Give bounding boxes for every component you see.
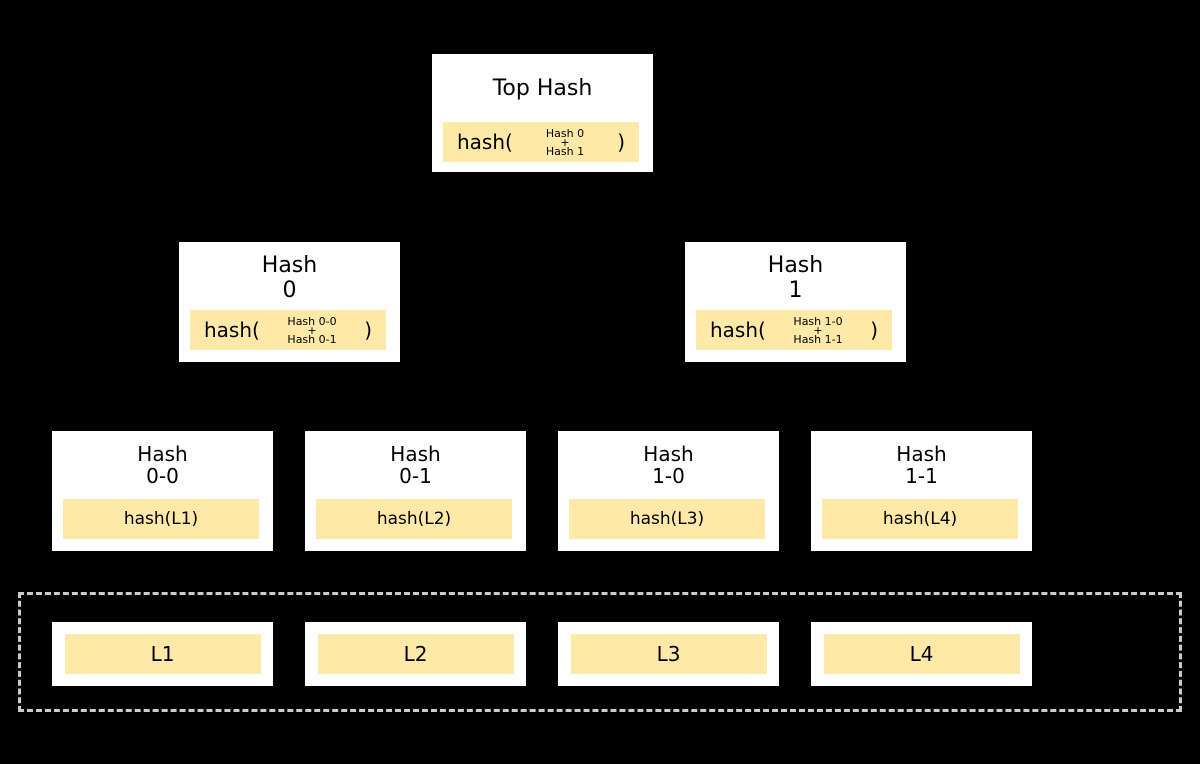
top-hash-arg-a: Hash 0 bbox=[545, 126, 585, 140]
hash-1-arg-a: Hash 1-0 bbox=[793, 314, 843, 328]
data-block-l3-label: L3 bbox=[570, 634, 767, 674]
hash-0-label: Hash 0 bbox=[261, 253, 318, 303]
top-hash-arg-b: Hash 1 bbox=[545, 144, 585, 158]
hash-0-1-label: Hash 0-1 bbox=[390, 442, 441, 489]
hash-1-fn-open: hash( bbox=[710, 318, 766, 342]
hash-0-formula: hash( Hash 0-0 + Hash 0-1 ) bbox=[190, 310, 386, 350]
hash-1-arg-b: Hash 1-1 bbox=[793, 332, 843, 346]
hash-1-1-label: Hash 1-1 bbox=[896, 442, 947, 489]
hash-0-0-value: hash(L1) bbox=[63, 499, 259, 539]
hash-0-fn-open: hash( bbox=[204, 318, 260, 342]
edge-hash0-to-hash00 bbox=[124, 362, 241, 437]
hash-1-1-value: hash(L4) bbox=[822, 499, 1018, 539]
node-hash-0-1[interactable]: Hash 0-1 hash(L2) bbox=[305, 431, 526, 551]
edge-top-to-hash1 bbox=[584, 172, 836, 248]
top-hash-plus: + bbox=[560, 135, 570, 149]
hash-0-args: Hash 0-0 + Hash 0-1 bbox=[260, 316, 364, 345]
top-hash-fn-open: hash( bbox=[457, 130, 513, 154]
hash-0-arg-b: Hash 0-1 bbox=[287, 332, 337, 346]
edge-top-to-hash0 bbox=[249, 172, 501, 248]
top-hash-args: Hash 0 + Hash 1 bbox=[513, 128, 617, 157]
data-block-l4[interactable]: L4 bbox=[811, 622, 1032, 686]
top-hash-label: Top Hash bbox=[492, 76, 593, 101]
node-hash-0-0[interactable]: Hash 0-0 hash(L1) bbox=[52, 431, 273, 551]
hash-0-arg-a: Hash 0-0 bbox=[287, 314, 337, 328]
hash-1-0-value: hash(L3) bbox=[569, 499, 765, 539]
top-hash-formula: hash( Hash 0 + Hash 1 ) bbox=[443, 122, 639, 162]
hash-1-label: Hash 1 bbox=[767, 253, 824, 303]
hash-1-0-label: Hash 1-0 bbox=[643, 442, 694, 489]
data-block-l4-label: L4 bbox=[823, 634, 1020, 674]
hash-0-0-label: Hash 0-0 bbox=[137, 442, 188, 489]
node-top-hash[interactable]: Top Hash hash( Hash 0 + Hash 1 ) bbox=[432, 54, 653, 172]
hash-1-plus: + bbox=[813, 323, 823, 337]
top-hash-fn-close: ) bbox=[617, 130, 625, 154]
data-block-l2-label: L2 bbox=[317, 634, 514, 674]
hash-1-fn-close: ) bbox=[870, 318, 878, 342]
hash-0-plus: + bbox=[307, 323, 317, 337]
hash-0-1-value: hash(L2) bbox=[316, 499, 512, 539]
node-hash-0[interactable]: Hash 0 hash( Hash 0-0 + Hash 0-1 ) bbox=[179, 242, 400, 362]
edge-hash1-to-hash10 bbox=[662, 362, 747, 437]
edge-hash0-to-hash01 bbox=[337, 362, 421, 437]
node-hash-1-1[interactable]: Hash 1-1 hash(L4) bbox=[811, 431, 1032, 551]
node-hash-1-0[interactable]: Hash 1-0 hash(L3) bbox=[558, 431, 779, 551]
data-block-l3[interactable]: L3 bbox=[558, 622, 779, 686]
hash-1-args: Hash 1-0 + Hash 1-1 bbox=[766, 316, 870, 345]
hash-0-fn-close: ) bbox=[364, 318, 372, 342]
data-block-l1-label: L1 bbox=[64, 634, 261, 674]
data-blocks-group bbox=[18, 592, 1182, 712]
hash-1-formula: hash( Hash 1-0 + Hash 1-1 ) bbox=[696, 310, 892, 350]
node-hash-1[interactable]: Hash 1 hash( Hash 1-0 + Hash 1-1 ) bbox=[685, 242, 906, 362]
data-block-l1[interactable]: L1 bbox=[52, 622, 273, 686]
edge-hash1-to-hash11 bbox=[843, 362, 927, 437]
data-block-l2[interactable]: L2 bbox=[305, 622, 526, 686]
